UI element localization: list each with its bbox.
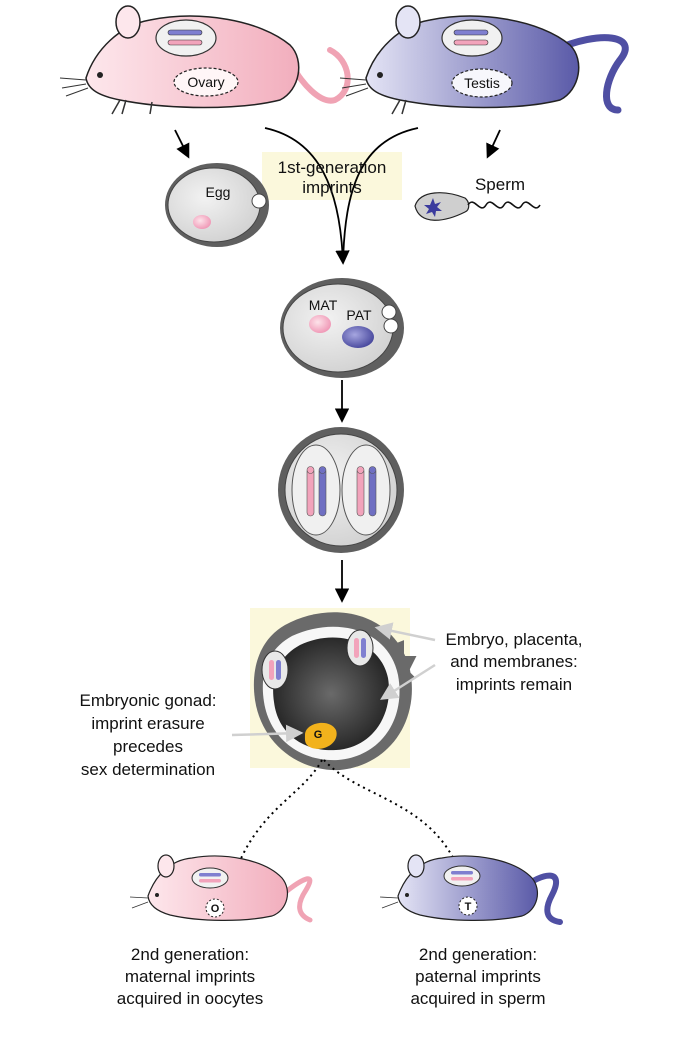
sperm-label: Sperm <box>475 175 525 194</box>
imprints-label-line1: 1st-generation <box>278 158 387 177</box>
gonad-note-line2: imprint erasure <box>91 714 204 733</box>
egg-to-zygote-arrow <box>264 127 350 265</box>
embryo-note-line3: imprints remain <box>456 675 572 694</box>
embryo-note-line2: and membranes: <box>450 652 578 671</box>
embryo-with-membranes: G <box>250 608 417 771</box>
second-gen-male-caption: 2nd generation: paternal imprints acquir… <box>410 945 545 1008</box>
egg-cell: Egg <box>165 163 269 247</box>
imprints-label-line2: imprints <box>302 178 362 197</box>
male-caption-line1: 2nd generation: <box>419 945 537 964</box>
oocyte-gonad-label: O <box>211 903 220 915</box>
sperm-to-zygote-arrow <box>342 127 419 263</box>
membranes-pointer <box>374 622 436 642</box>
testis-to-sperm-arrow <box>486 129 501 159</box>
second-gen-female-caption: 2nd generation: maternal imprints acquir… <box>117 945 263 1008</box>
gonad-note-line3: precedes <box>113 737 183 756</box>
ovary-label: Ovary <box>187 74 224 90</box>
female-mouse: Ovary <box>59 5 351 115</box>
second-gen-male-mouse: T <box>379 854 563 925</box>
female-caption-line3: acquired in oocytes <box>117 989 263 1008</box>
second-gen-female-mouse: O <box>129 854 313 923</box>
testis-label: Testis <box>464 75 500 91</box>
egg-label: Egg <box>206 184 231 200</box>
gonad-note-line4: sex determination <box>81 760 215 779</box>
ovary-to-egg-arrow <box>174 129 190 159</box>
two-cell-embryo <box>278 427 404 553</box>
maternal-label: MAT <box>309 297 338 313</box>
embryo-pointer <box>380 663 436 700</box>
testis-gonad-label: T <box>465 901 472 913</box>
embryo-note-line1: Embryo, placenta, <box>445 630 582 649</box>
sperm-cell: Sperm <box>414 175 541 221</box>
gonad-note: Embryonic gonad: imprint erasure precede… <box>79 691 216 779</box>
female-caption-line1: 2nd generation: <box>131 945 249 964</box>
female-caption-line2: maternal imprints <box>125 967 255 986</box>
embryo-note: Embryo, placenta, and membranes: imprint… <box>445 630 582 694</box>
male-caption-line2: paternal imprints <box>415 967 541 986</box>
zygote: MAT PAT <box>280 278 404 378</box>
male-mouse: Testis <box>339 5 629 115</box>
gonad-pointer <box>231 724 304 743</box>
gonad-note-line1: Embryonic gonad: <box>79 691 216 710</box>
male-caption-line3: acquired in sperm <box>410 989 545 1008</box>
embryonic-gonad-label: G <box>314 729 323 741</box>
paternal-label: PAT <box>346 307 372 323</box>
